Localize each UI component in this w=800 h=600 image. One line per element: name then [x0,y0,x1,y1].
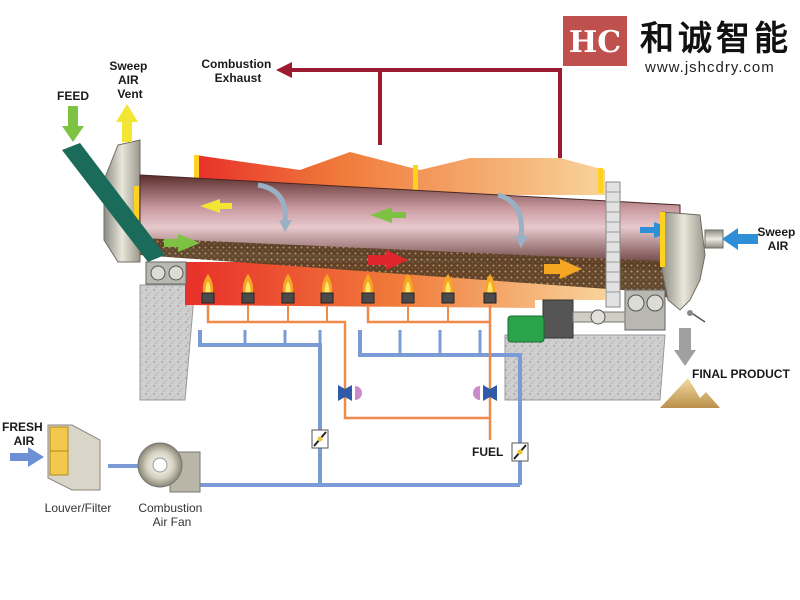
arrow-feed-in [62,106,84,142]
sweep-air-vent-label: Sweep AIR Vent [109,59,150,101]
burner-nozzle [320,292,334,304]
drive-coupling [590,309,606,325]
arrow-orange-flow [544,259,582,279]
flame-core [245,281,251,293]
fresh-air-label: FRESH AIR [2,420,46,448]
fuel-valve-right[interactable] [473,385,497,401]
drive-chain-guard [605,181,621,308]
air-damper-left[interactable] [311,429,329,449]
brand-url: www.jshcdry.com [644,59,775,76]
burner [320,274,334,304]
flame-core [405,281,411,293]
air-damper-right[interactable] [511,442,529,462]
brand-name-cn: 和诚智能 [640,19,792,59]
band-upper-2 [413,165,418,190]
burner [281,274,295,304]
burner [401,274,415,304]
louver-filter [47,424,101,491]
arrow-green-feed [164,234,200,252]
combustion-exhaust-label: Combustion Exhaust [201,57,274,85]
burner-nozzle [361,292,375,304]
arrow-sweep-vent [116,104,138,142]
rotation-arrowhead-1 [279,220,292,232]
arrow-grey-product [674,328,696,366]
flame-core [445,281,451,293]
rotation-arrow-2 [497,192,525,239]
fuel-branch-lines [247,305,449,322]
support-pier-right [504,334,666,401]
burner [361,274,375,304]
band-upper-1 [194,155,199,185]
rotation-arrow-1 [257,182,288,223]
feed-chute [62,143,165,262]
burner-nozzle [483,292,497,304]
arrow-blue-inside [640,222,676,238]
fuel-piping [206,305,492,440]
final-product-pile [660,378,720,408]
arrow-fresh-air [10,447,44,467]
fuel-valve-left[interactable] [338,385,362,401]
final-product-label: FINAL PRODUCT [692,367,790,381]
sweep-air-inlet [704,229,724,249]
drum-band-right [660,212,665,267]
arrow-yellow-left [200,199,232,213]
drive-motor [507,315,545,343]
air-branch-lines [243,330,482,355]
gearbox [542,299,574,339]
burner [483,274,497,304]
arrow-red-flow [368,250,408,270]
discharge-hood [661,211,706,311]
combustion-exhaust-duct [290,68,562,158]
arrow-green-left [370,207,406,223]
combustion-air-fan [137,442,201,493]
flame-core [324,281,330,293]
arrow-sweep-air-in [722,228,758,250]
combustion-air-fan-label: Combustion Air Fan [138,501,205,529]
material-bed [140,238,688,300]
discharge-valve [687,310,693,316]
burner-row [201,274,497,304]
louver-filter-label: Louver/Filter [45,501,112,515]
rotation-arrowhead-2 [515,236,528,248]
logo-letters: HC [569,25,621,60]
exhaust-arrowhead [276,62,292,78]
burner-nozzle [201,292,215,304]
burner-nozzle [241,292,255,304]
burner [241,274,255,304]
brand-logo: HC [563,16,627,66]
flame-core [285,281,291,293]
flame-core [487,281,493,293]
trunnion-left [145,261,187,285]
drive-assembly [507,299,626,343]
burner [441,274,455,304]
rotary-drum [134,174,688,300]
sweep-air-label: Sweep AIR [757,225,798,253]
band-upper-3 [598,168,603,193]
drum-band-left [134,186,139,242]
burner-nozzle [441,292,455,304]
feed-label: FEED [57,89,89,103]
support-pier-left [139,284,196,401]
trunnion-right [624,289,666,331]
fuel-label: FUEL [472,445,503,459]
burner [201,274,215,304]
flame-core [205,281,211,293]
logo-badge [563,16,627,66]
flame-core [365,281,371,293]
burner-nozzle [281,292,295,304]
burner-nozzle [401,292,415,304]
